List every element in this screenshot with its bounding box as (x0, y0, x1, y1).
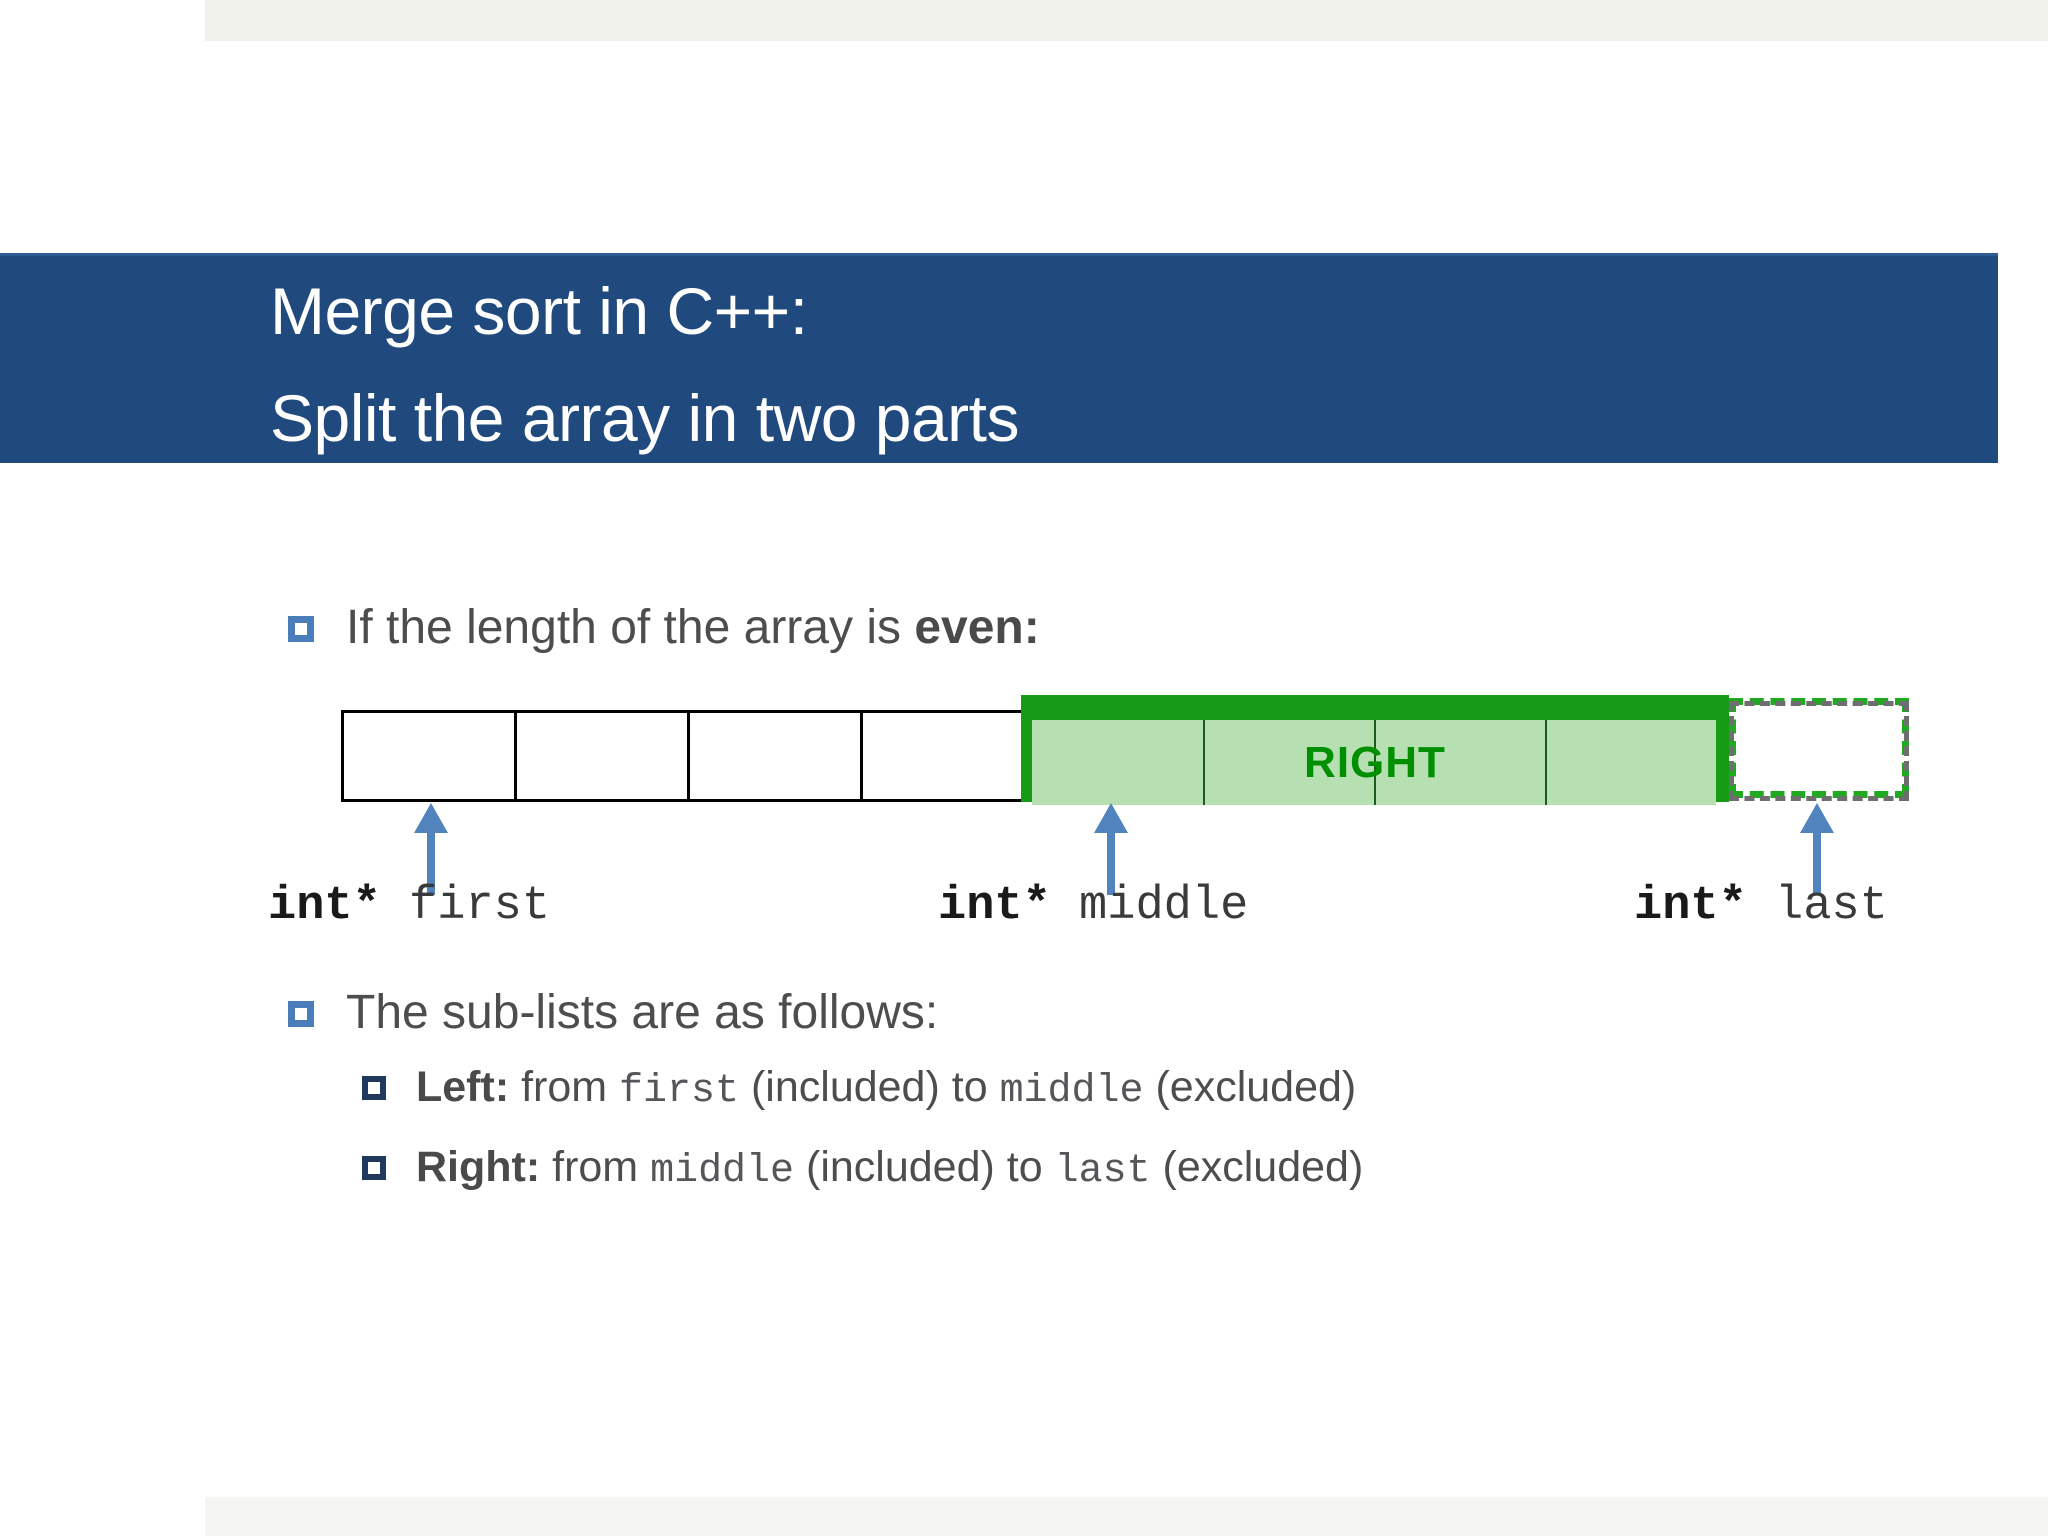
right-sublist-highlight: RIGHT (1021, 695, 1729, 805)
array-cell-right (1203, 720, 1374, 805)
array-cell-right (1032, 720, 1203, 805)
middle-pointer-arrow-icon (1094, 803, 1128, 895)
right-from-pointer: middle (650, 1149, 795, 1194)
pointer-type-last: int* (1634, 880, 1747, 933)
right-from-word: from (540, 1143, 651, 1191)
array-cell (860, 710, 1036, 802)
bullet-item-right-label: Right: from middle (included) to last (e… (416, 1142, 1363, 1197)
array-diagram: RIGHT (0, 690, 2048, 950)
square-bullet-sub-icon (362, 1156, 386, 1180)
right-sublist-cells (1032, 720, 1718, 805)
bottom-decorative-band (205, 1497, 2048, 1536)
pointer-name-middle: middle (1079, 880, 1249, 933)
right-included-text: (included) to (794, 1143, 1055, 1191)
array-cell (514, 710, 690, 802)
bullet-item-left: Left: from first (included) to middle (e… (362, 1062, 1356, 1117)
left-to-pointer: middle (999, 1069, 1144, 1114)
right-to-pointer: last (1054, 1149, 1151, 1194)
even-text-bold: even: (914, 601, 1040, 654)
array-cell (687, 710, 863, 802)
pointer-type-middle: int* (938, 880, 1051, 933)
square-bullet-icon (288, 616, 314, 642)
bullet-item-right: Right: from middle (included) to last (e… (362, 1142, 1363, 1197)
bullet-item-left-label: Left: from first (included) to middle (e… (416, 1062, 1356, 1117)
array-cell-right (1545, 720, 1716, 805)
array-cell-right (1374, 720, 1545, 805)
right-label: Right: (416, 1143, 541, 1191)
pointer-name-last: last (1775, 880, 1888, 933)
pointer-label-last: int* last (1634, 880, 1888, 933)
even-text-prefix: If the length of the array is (346, 601, 915, 654)
bullet-item-sublists: The sub-lists are as follows: (288, 985, 938, 1041)
right-excluded-text: (excluded) (1150, 1143, 1364, 1191)
first-pointer-arrow-icon (414, 803, 448, 895)
square-bullet-icon (288, 1001, 314, 1027)
bullet-item-even-label: If the length of the array is even: (346, 600, 1040, 656)
bullet-item-even: If the length of the array is even: (288, 600, 1040, 656)
array-cell (341, 710, 517, 802)
pointer-type-first: int* (268, 880, 381, 933)
past-the-end-dashed-cell (1729, 698, 1909, 801)
left-from-word: from (509, 1063, 620, 1111)
left-excluded-text: (excluded) (1143, 1063, 1357, 1111)
left-label: Left: (416, 1063, 510, 1111)
left-from-pointer: first (619, 1069, 740, 1114)
square-bullet-sub-icon (362, 1076, 386, 1100)
top-decorative-band (205, 0, 2048, 41)
last-pointer-arrow-icon (1800, 803, 1834, 895)
pointer-name-first: first (409, 880, 551, 933)
pointer-label-first: int* first (268, 880, 550, 933)
page-title: Merge sort in C++: Split the array in tw… (270, 274, 1020, 455)
left-included-text: (included) to (739, 1063, 1000, 1111)
pointer-label-middle: int* middle (938, 880, 1248, 933)
title-banner (0, 253, 1998, 463)
bullet-item-sublists-label: The sub-lists are as follows: (346, 986, 939, 1039)
